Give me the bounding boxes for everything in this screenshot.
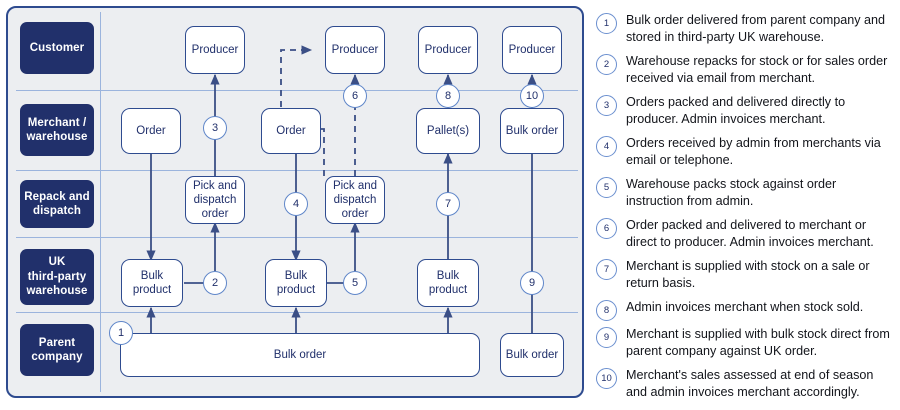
legend-number-7: 7 xyxy=(596,259,617,280)
legend-item-4: 4 Orders received by admin from merchant… xyxy=(596,135,896,168)
step-badge-9[interactable]: 9 xyxy=(520,271,544,295)
legend-item-9: 9 Merchant is supplied with bulk stock d… xyxy=(596,326,896,359)
legend-text-6: Order packed and delivered to merchant o… xyxy=(626,218,874,249)
lane-label-repack: Repack and dispatch xyxy=(20,180,94,228)
legend-item-5: 5 Warehouse packs stock against order in… xyxy=(596,176,896,209)
legend-item-1: 1 Bulk order delivered from parent compa… xyxy=(596,12,896,45)
node-producer-3[interactable]: Producer xyxy=(418,26,478,74)
legend-list: 1 Bulk order delivered from parent compa… xyxy=(596,4,896,406)
node-bulk-product-1[interactable]: Bulk product xyxy=(121,259,183,307)
legend-text-7: Merchant is supplied with stock on a sal… xyxy=(626,259,870,290)
lane-label-parent-company: Parent company xyxy=(20,324,94,376)
step-badge-5[interactable]: 5 xyxy=(343,271,367,295)
legend-number-3: 3 xyxy=(596,95,617,116)
swimlane-panel: Customer Merchant / warehouse Repack and… xyxy=(6,6,584,398)
legend-number-9: 9 xyxy=(596,327,617,348)
legend-item-7: 7 Merchant is supplied with stock on a s… xyxy=(596,258,896,291)
legend-number-10: 10 xyxy=(596,368,617,389)
legend-number-8: 8 xyxy=(596,300,617,321)
step-badge-4[interactable]: 4 xyxy=(284,192,308,216)
lane-label-uk-warehouse: UK third-party warehouse xyxy=(20,249,94,305)
step-badge-2[interactable]: 2 xyxy=(203,271,227,295)
node-bulk-order-wide[interactable]: Bulk order xyxy=(120,333,480,377)
lane-label-column-divider xyxy=(100,12,101,392)
legend-text-8: Admin invoices merchant when stock sold. xyxy=(626,300,864,314)
legend-item-3: 3 Orders packed and delivered directly t… xyxy=(596,94,896,127)
step-badge-8[interactable]: 8 xyxy=(436,84,460,108)
legend-item-8: 8 Admin invoices merchant when stock sol… xyxy=(596,299,896,321)
node-pick-and-dispatch-order-1[interactable]: Pick and dispatch order xyxy=(185,176,245,224)
lane-divider-2 xyxy=(16,170,578,171)
legend-item-10: 10 Merchant's sales assessed at end of s… xyxy=(596,367,896,400)
legend-number-2: 2 xyxy=(596,54,617,75)
node-producer-1[interactable]: Producer xyxy=(185,26,245,74)
legend-text-5: Warehouse packs stock against order inst… xyxy=(626,177,837,208)
legend-text-10: Merchant's sales assessed at end of seas… xyxy=(626,368,874,399)
node-bulk-product-2[interactable]: Bulk product xyxy=(265,259,327,307)
step-badge-6[interactable]: 6 xyxy=(343,84,367,108)
step-badge-10[interactable]: 10 xyxy=(520,84,544,108)
node-pick-and-dispatch-order-2[interactable]: Pick and dispatch order xyxy=(325,176,385,224)
legend-number-6: 6 xyxy=(596,218,617,239)
legend-number-1: 1 xyxy=(596,13,617,34)
step-badge-3[interactable]: 3 xyxy=(203,116,227,140)
node-bulk-order-right[interactable]: Bulk order xyxy=(500,333,564,377)
legend-text-2: Warehouse repacks for stock or for sales… xyxy=(626,54,888,85)
node-pallets[interactable]: Pallet(s) xyxy=(416,108,480,154)
lane-divider-3 xyxy=(16,237,578,238)
node-order-1[interactable]: Order xyxy=(121,108,181,154)
node-producer-2[interactable]: Producer xyxy=(325,26,385,74)
node-producer-4[interactable]: Producer xyxy=(502,26,562,74)
node-bulk-order-merchant[interactable]: Bulk order xyxy=(500,108,564,154)
lane-label-merchant: Merchant / warehouse xyxy=(20,104,94,156)
node-order-2[interactable]: Order xyxy=(261,108,321,154)
legend-text-4: Orders received by admin from merchants … xyxy=(626,136,881,167)
legend-text-3: Orders packed and delivered directly to … xyxy=(626,95,846,126)
legend-number-4: 4 xyxy=(596,136,617,157)
step-badge-7[interactable]: 7 xyxy=(436,192,460,216)
legend-item-6: 6 Order packed and delivered to merchant… xyxy=(596,217,896,250)
legend-item-2: 2 Warehouse repacks for stock or for sal… xyxy=(596,53,896,86)
legend-text-1: Bulk order delivered from parent company… xyxy=(626,13,886,44)
lane-divider-1 xyxy=(16,90,578,91)
legend-number-5: 5 xyxy=(596,177,617,198)
legend-text-9: Merchant is supplied with bulk stock dir… xyxy=(626,327,890,358)
lane-label-customer: Customer xyxy=(20,22,94,74)
step-badge-1[interactable]: 1 xyxy=(109,321,133,345)
node-bulk-product-3[interactable]: Bulk product xyxy=(417,259,479,307)
